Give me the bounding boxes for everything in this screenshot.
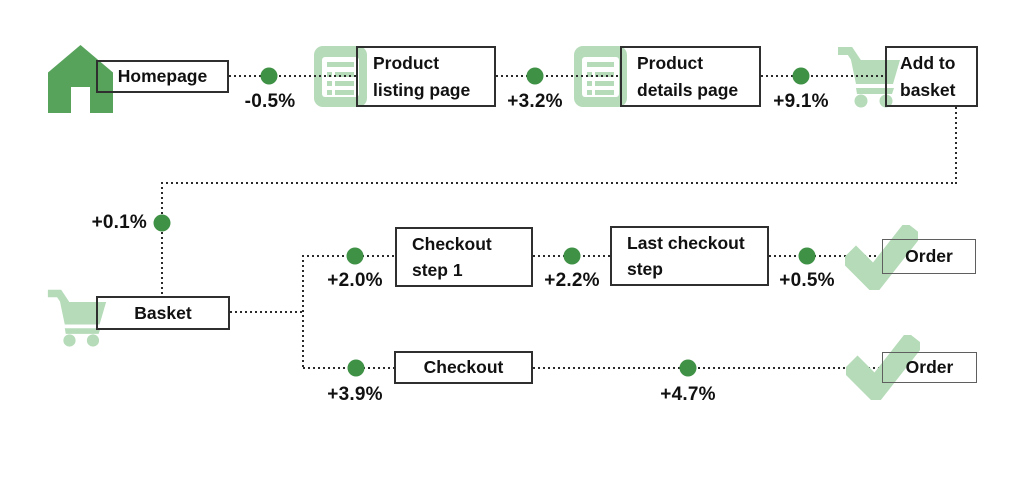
delta-label: +0.1% (91, 212, 147, 233)
node-checkout: Checkout (394, 351, 533, 384)
connector-homepage-listing (229, 75, 356, 77)
delta-label: +2.0% (327, 270, 383, 291)
node-product-details-page: Product details page (620, 46, 761, 107)
milestone-dot (260, 67, 278, 85)
node-label: Product details page (637, 53, 739, 100)
connector-last-order (769, 255, 882, 257)
connector-addbasket-down (955, 107, 957, 184)
milestone-dot (563, 247, 581, 265)
node-add-to-basket: Add to basket (885, 46, 978, 107)
node-order-top: Order (882, 239, 976, 274)
checkmark-icon (845, 225, 918, 290)
node-label: Checkout (423, 357, 504, 378)
node-label: Order (905, 246, 953, 267)
connector-branch-vertical (302, 255, 304, 368)
checkmark-icon (846, 335, 920, 400)
node-label: Homepage (117, 66, 208, 87)
delta-label: -0.5% (244, 91, 296, 112)
delta-label: +3.2% (507, 91, 563, 112)
milestone-dot (346, 247, 364, 265)
connector-return-horizontal (161, 182, 957, 184)
delta-label: +3.9% (327, 384, 383, 405)
node-last-checkout-step: Last checkout step (610, 226, 769, 286)
milestone-dot (347, 359, 365, 377)
node-label: Product listing page (373, 53, 471, 100)
delta-label: +0.5% (779, 270, 835, 291)
milestone-dot (526, 67, 544, 85)
node-product-listing-page: Product listing page (356, 46, 496, 107)
connector-basket-branch (230, 311, 303, 313)
node-label: Checkout step 1 (412, 233, 492, 280)
connector-details-addbasket (761, 75, 885, 77)
node-label: Order (905, 357, 954, 378)
delta-label: +4.7% (660, 384, 716, 405)
node-label: Last checkout step (627, 232, 745, 279)
delta-label: +2.2% (544, 270, 600, 291)
shopping-cart-icon (47, 289, 107, 347)
milestone-dot (679, 359, 697, 377)
node-order-bottom: Order (882, 352, 977, 383)
node-checkout-step-1: Checkout step 1 (395, 227, 533, 287)
connector-down-to-basket (161, 182, 163, 296)
node-label: Basket (134, 302, 192, 323)
milestone-dot (792, 67, 810, 85)
connector-checkout-order (533, 367, 882, 369)
milestone-dot (153, 214, 171, 232)
node-homepage: Homepage (96, 60, 229, 93)
connector-listing-details (496, 75, 620, 77)
shopping-cart-icon (838, 47, 900, 108)
delta-label: +9.1% (773, 91, 829, 112)
node-label: Add to basket (900, 53, 956, 100)
node-basket: Basket (96, 296, 230, 330)
milestone-dot (798, 247, 816, 265)
